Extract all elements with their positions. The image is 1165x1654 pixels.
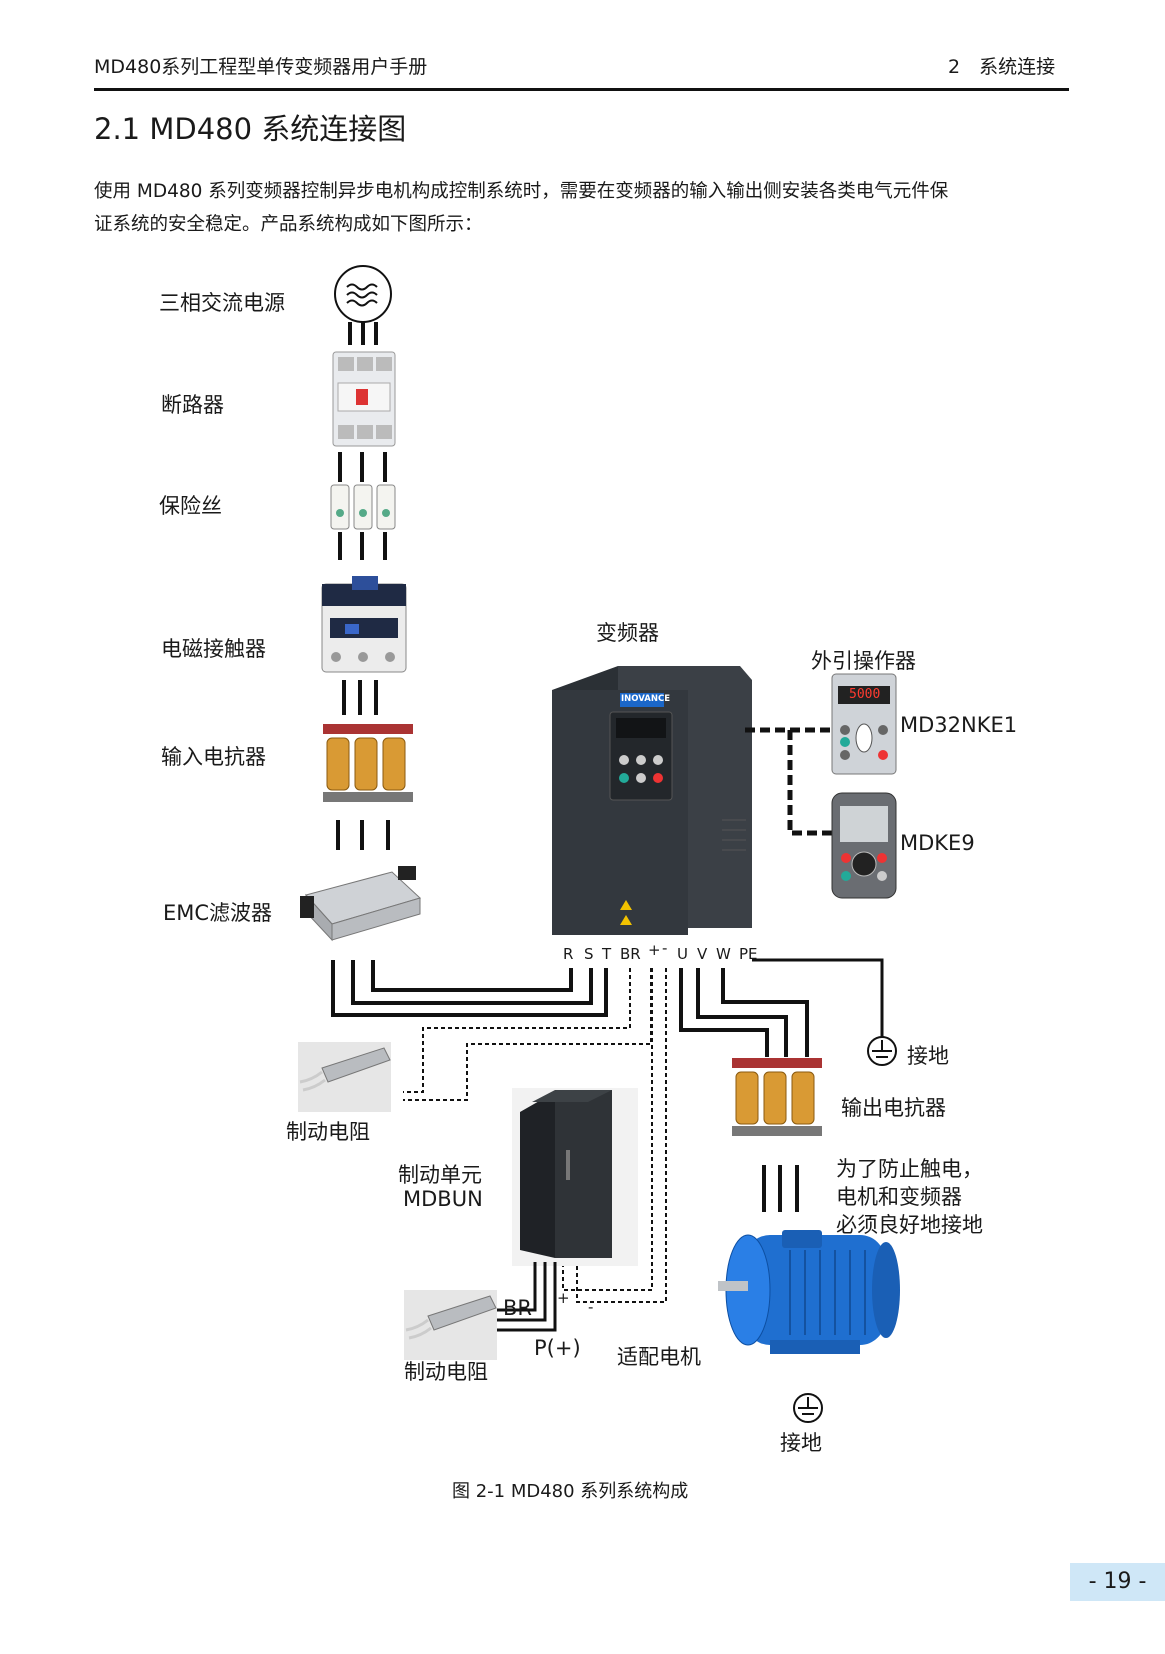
label-external-keypad: 外引操作器: [811, 649, 916, 673]
label-ground-1: 接地: [907, 1044, 949, 1068]
terminal-minus: -: [662, 939, 668, 957]
wires-source-breaker: [348, 322, 378, 345]
terminal-r: R: [563, 945, 574, 963]
label-p-plus: P(+): [534, 1336, 581, 1360]
intro-line-2: 证系统的安全稳定。产品系统构成如下图所示：: [94, 214, 483, 235]
section-title: 2.1 MD480 系统连接图: [94, 112, 407, 146]
terminal-plus: +: [648, 941, 661, 959]
ground-icon-2: [793, 1393, 823, 1423]
ground-icon-1: [867, 1036, 897, 1066]
label-braking-resistor-2: 制动电阻: [404, 1360, 488, 1384]
wires-breaker-fuse: [338, 452, 387, 482]
label-contactor: 电磁接触器: [161, 637, 266, 661]
warning-line-3: 必须良好地接地: [836, 1213, 983, 1237]
md32nke1-keypad-icon: [831, 673, 897, 775]
label-braking-resistor-1: 制动电阻: [286, 1120, 370, 1144]
label-input-reactor: 输入电抗器: [161, 745, 266, 769]
inverter-brand-label: INOVANCE: [621, 694, 671, 704]
label-breaker: 断路器: [161, 393, 224, 417]
header-rule: [94, 88, 1069, 91]
motor-icon: [718, 1230, 900, 1354]
output-reactor-icon: [732, 1058, 822, 1136]
emc-filter-icon: [300, 866, 421, 942]
warning-line-1: 为了防止触电，: [836, 1157, 983, 1181]
terminal-s: S: [584, 945, 594, 963]
label-power-source: 三相交流电源: [159, 291, 285, 315]
braking-resistor-1-icon: [298, 1042, 391, 1112]
intro-paragraph: 使用 MD480 系列变频器控制异步电机构成控制系统时，需要在变频器的输入输出侧…: [94, 175, 1074, 241]
label-plus: +: [557, 1289, 570, 1307]
terminal-w: W: [716, 945, 731, 963]
keypad-cable: [745, 727, 832, 836]
keypad-display-readout: 5000: [849, 687, 881, 702]
wires-filter-inverter: [331, 960, 608, 1017]
braking-unit-resistor-cables: [496, 1262, 557, 1332]
label-keypad-mdke9: MDKE9: [900, 831, 975, 855]
terminal-u: U: [677, 945, 688, 963]
terminal-pe: PE: [739, 945, 758, 963]
page-number: - 19 -: [1070, 1563, 1165, 1601]
inverter-icon: [552, 666, 752, 935]
figure-caption: 图 2-1 MD480 系列系统构成: [452, 1481, 689, 1502]
contactor-icon: [321, 576, 407, 673]
label-minus: -: [588, 1298, 594, 1316]
fuse-icon: [330, 484, 396, 530]
label-keypad-md32nke1: MD32NKE1: [900, 713, 1018, 737]
terminal-br: BR: [620, 945, 641, 963]
braking-cables-dashed: [403, 968, 667, 1303]
terminal-t: T: [602, 945, 612, 963]
label-inverter: 变频器: [596, 621, 659, 645]
mdke9-keypad-icon: [831, 792, 897, 899]
braking-unit-icon: [512, 1088, 638, 1266]
label-braking-unit-1: 制动单元: [398, 1163, 482, 1187]
label-emc-filter: EMC滤波器: [163, 901, 273, 925]
header-title: MD480系列工程型单传变频器用户手册: [94, 56, 428, 78]
label-fuse: 保险丝: [159, 494, 222, 518]
wires-fuse-contactor: [338, 532, 387, 560]
input-reactor-icon: [323, 724, 413, 802]
intro-line-1: 使用 MD480 系列变频器控制异步电机构成控制系统时，需要在变频器的输入输出侧…: [94, 181, 949, 202]
braking-resistor-2-icon: [404, 1290, 497, 1360]
pe-ground-wire: [752, 958, 884, 1040]
header-chapter: 2 系统连接: [948, 56, 1056, 78]
label-br: BR: [503, 1296, 532, 1320]
wires-output-reactor-motor: [762, 1165, 799, 1212]
label-ground-2: 接地: [780, 1431, 822, 1455]
terminal-v: V: [697, 945, 708, 963]
wires-contactor-reactor: [342, 680, 378, 715]
label-output-reactor: 输出电抗器: [841, 1096, 946, 1120]
label-braking-unit-2: MDBUN: [403, 1187, 483, 1211]
ac-source-icon: [334, 265, 392, 323]
label-motor: 适配电机: [617, 1345, 701, 1369]
breaker-icon: [332, 351, 396, 447]
wires-inverter-output-reactor: [679, 968, 809, 1057]
wires-reactor-filter: [336, 820, 390, 850]
warning-line-2: 电机和变频器: [836, 1185, 962, 1209]
